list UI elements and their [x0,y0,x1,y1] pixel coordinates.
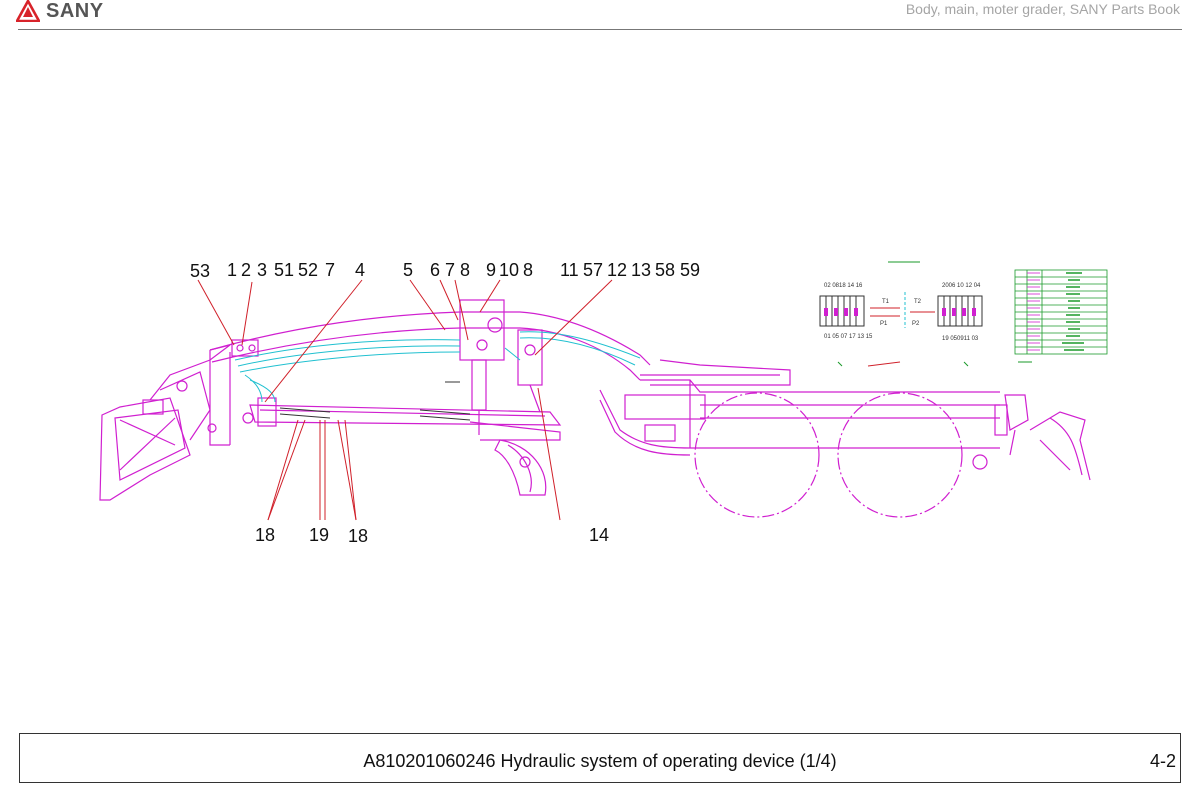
figure-caption: A810201060246 Hydraulic system of operat… [363,751,837,771]
machine-outline [99,299,1091,518]
port-t1-label: T1 [882,299,890,305]
callout-7b: 7 [445,260,455,280]
callout-18a: 18 [255,525,275,545]
callout-numbers-top: 53 1 2 3 51 52 7 4 5 6 7 8 9 10 8 11 57 … [190,260,700,281]
header-divider [18,29,1182,30]
callout-8a: 8 [460,260,470,280]
callout-1: 1 [227,260,237,280]
port-p2-label: P2 [912,321,920,327]
callout-53: 53 [190,261,210,281]
callout-11: 11 [560,260,579,280]
drawbar-hose-bundle [279,407,471,421]
callout-52: 52 [298,260,318,280]
book-title: Body, main, moter grader, SANY Parts Boo… [905,1,1180,17]
callout-51: 51 [274,260,294,280]
callout-numbers-bottom: 18 19 18 14 [255,525,609,546]
left-valve-bottom-label: 01 05 07 17 13 15 [824,334,873,340]
page-header: SANY Body, main, moter grader, SANY Part… [0,0,1200,30]
callout-58: 58 [655,260,675,280]
sany-logo: SANY [16,0,104,22]
left-valve-top-label: 02 0818 14 16 [824,283,863,289]
callout-6: 6 [430,260,440,280]
callout-8b: 8 [523,260,533,280]
parts-table [1014,269,1108,363]
valve-schematic-inset: 02 0818 14 16 01 05 07 17 13 15 2006 10 … [819,261,983,367]
callout-19: 19 [309,525,329,545]
callout-7a: 7 [325,260,335,280]
right-valve-bottom-label: 19 050911 03 [942,336,979,342]
right-valve-top-label: 2006 10 12 04 [942,283,981,289]
page-number: 4-2 [1149,751,1176,771]
callout-4: 4 [355,260,365,280]
callout-57: 57 [583,260,603,280]
callout-3: 3 [257,260,267,280]
port-t2-label: T2 [914,299,922,305]
callout-59: 59 [680,260,700,280]
port-p1-label: P1 [880,321,888,327]
callout-5: 5 [403,260,413,280]
figure-caption-box: A810201060246 Hydraulic system of operat… [19,733,1181,783]
brand-name: SANY [46,0,104,22]
callout-14: 14 [589,525,609,545]
callout-13: 13 [631,260,651,280]
hydraulic-hoses [234,331,641,403]
callout-10: 10 [499,260,519,280]
callout-12: 12 [607,260,627,280]
sany-triangle-icon [16,0,40,22]
callout-leaders [197,279,613,521]
callout-9: 9 [486,260,496,280]
callout-18b: 18 [348,526,368,546]
callout-2: 2 [241,260,251,280]
